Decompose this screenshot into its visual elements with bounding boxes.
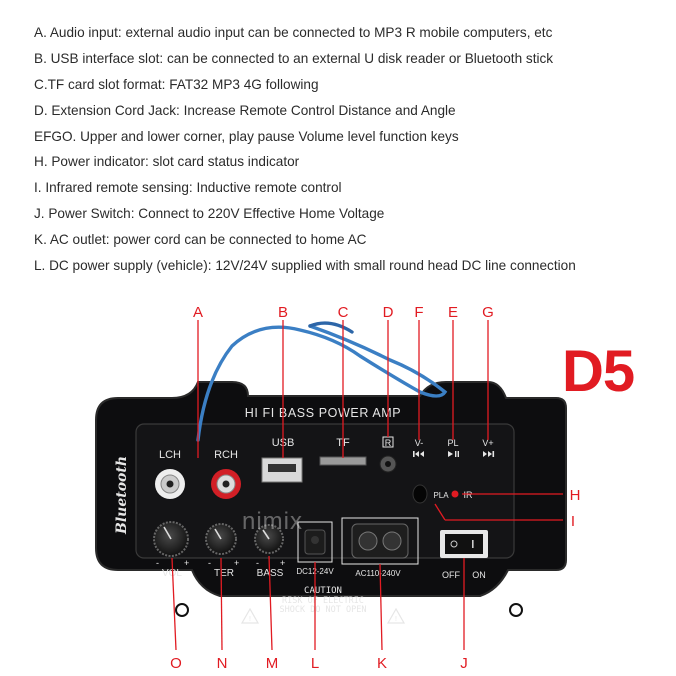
lch-label: LCH [159, 449, 181, 461]
ter-knob[interactable] [205, 523, 237, 555]
description-list: A. Audio input: external audio input can… [34, 20, 664, 279]
screw-hole [175, 603, 189, 617]
callout-b: B [278, 304, 288, 321]
description-b: B. USB interface slot: can be connected … [34, 50, 554, 66]
caution-title: CAUTION [304, 586, 342, 596]
key-prev-label: V- [415, 438, 424, 448]
bass-minus: - [256, 558, 259, 568]
ir-sensor [412, 484, 428, 504]
rch-label: RCH [214, 449, 238, 461]
description-k: K. AC outlet: power cord can be connecte… [34, 232, 367, 248]
description-c: C.TF card slot format: FAT32 MP3 4G foll… [34, 76, 319, 92]
rch-jack[interactable] [211, 469, 241, 499]
callout-h: H [570, 487, 581, 504]
svg-text:!: ! [395, 616, 397, 623]
callout-l: L [311, 655, 319, 672]
remote-extension-jack[interactable] [379, 455, 397, 473]
on-label: ON [472, 570, 486, 580]
pla-label: PLA [433, 491, 449, 500]
key-next-label: V+ [482, 438, 493, 448]
description-d: D. Extension Cord Jack: Increase Remote … [34, 102, 456, 118]
warning-icon: ! [386, 607, 406, 624]
ac-outlet[interactable] [341, 517, 419, 565]
callout-f: F [414, 304, 423, 321]
callout-a: A [193, 304, 203, 321]
callout-e: E [448, 304, 458, 321]
vol-minus: - [156, 558, 159, 568]
callout-g: G [482, 304, 494, 321]
callout-lines [171, 320, 563, 651]
antenna-wire [196, 324, 448, 442]
svg-text:!: ! [249, 616, 251, 623]
board-title: HI FI BASS POWER AMP [245, 406, 401, 420]
off-label: OFF [442, 570, 460, 580]
caution-line-2: SHOCK DO NOT OPEN [280, 605, 367, 615]
vol-plus: + [184, 558, 189, 568]
description-i: I. Infrared remote sensing: Inductive re… [34, 180, 342, 196]
screw-hole [509, 603, 523, 617]
play-pause-icon [448, 451, 459, 457]
ir-label: IR [464, 490, 474, 500]
callout-k: K [377, 655, 387, 672]
prev-icon [413, 451, 424, 457]
caution-line-1: RISK OF ELECTRIC [282, 596, 364, 606]
remote-jack-label: R [385, 438, 392, 448]
ter-plus: + [234, 558, 239, 568]
callout-i: I [571, 513, 575, 530]
ac-label: AC110-240V [355, 569, 401, 578]
description-efgo: EFGO. Upper and lower corner, play pause… [34, 128, 459, 144]
callout-o: O [170, 655, 182, 672]
usb-slot[interactable] [261, 457, 303, 483]
next-icon [483, 451, 495, 457]
description-a: A. Audio input: external audio input can… [34, 25, 553, 40]
callout-c: C [338, 304, 349, 321]
vol-knob[interactable] [153, 521, 189, 557]
ter-minus: - [208, 558, 211, 568]
lch-jack[interactable] [155, 469, 185, 499]
power-switch[interactable] [440, 530, 488, 558]
description-l: L. DC power supply (vehicle): 12V/24V su… [34, 258, 576, 274]
model-label: D5 [562, 339, 635, 404]
watermark: nimix [242, 508, 304, 535]
bass-knob[interactable] [254, 524, 284, 554]
description-j: J. Power Switch: Connect to 220V Effecti… [34, 206, 385, 222]
callout-j: J [460, 655, 468, 672]
description-h: H. Power indicator: slot card status ind… [34, 154, 300, 170]
power-indicator-led [451, 490, 459, 498]
bluetooth-label: Bluetooth [114, 456, 130, 535]
callout-d: D [383, 304, 394, 321]
callout-n: N [217, 655, 228, 672]
tf-card-slot[interactable] [319, 456, 367, 466]
warning-icon: ! [240, 607, 260, 624]
callout-m: M [266, 655, 279, 672]
key-play-label: PL [447, 438, 458, 448]
bass-plus: + [280, 558, 285, 568]
ter-label: TER [214, 568, 234, 579]
